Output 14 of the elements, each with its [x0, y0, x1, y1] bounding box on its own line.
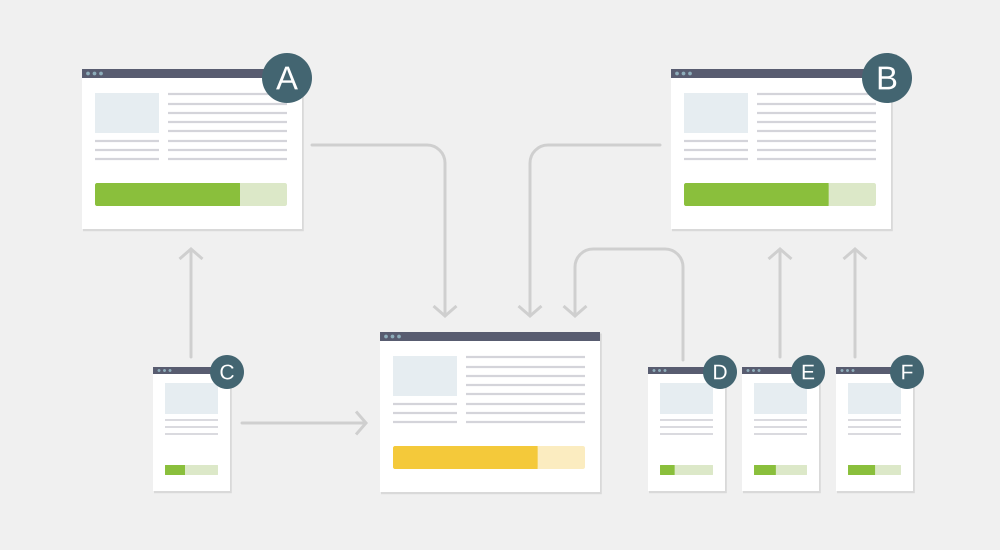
- arrow: [842, 247, 868, 358]
- letter-badge: A: [262, 53, 312, 103]
- letter-badge: F: [890, 355, 924, 389]
- letter-badge: C: [210, 355, 244, 389]
- browser-window: [380, 332, 602, 494]
- arrow: [240, 410, 368, 436]
- arrow: [768, 247, 792, 358]
- letter-badge: E: [791, 355, 825, 389]
- letter-badge: B: [862, 53, 912, 103]
- arrow: [310, 144, 458, 318]
- letter-badge: D: [703, 355, 737, 389]
- arrow: [562, 248, 684, 362]
- arrow: [518, 144, 662, 318]
- arrow: [178, 247, 204, 358]
